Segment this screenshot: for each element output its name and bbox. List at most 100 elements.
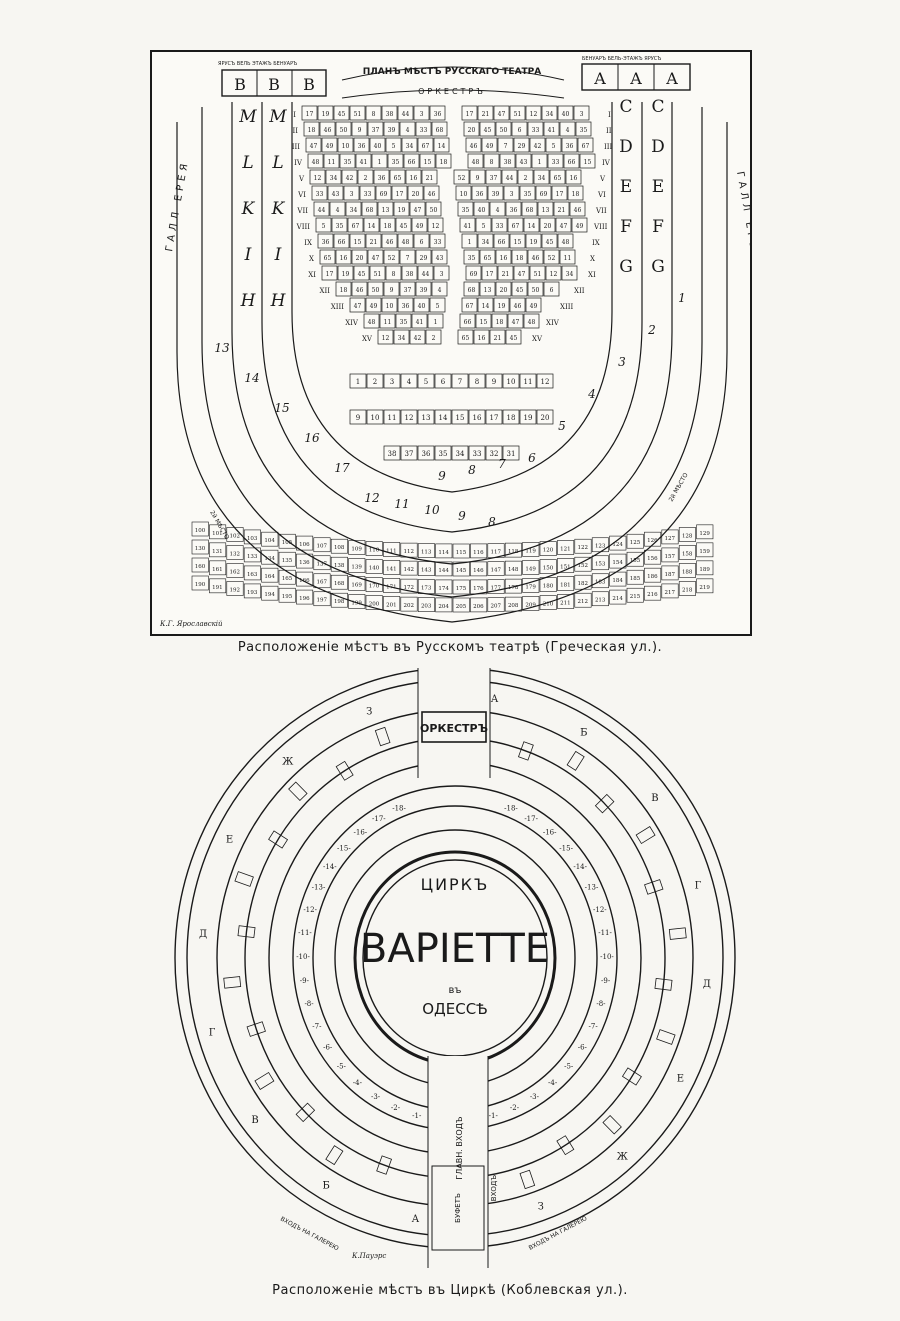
lower-seat-cell xyxy=(451,445,469,461)
seat-number: 50 xyxy=(372,287,380,294)
seat-number: 33 xyxy=(420,127,428,134)
gallery-seat-cell xyxy=(348,540,366,555)
gallery-seat-cell xyxy=(609,589,627,605)
seat-cell xyxy=(365,105,382,121)
gallery-seat-number: 169 xyxy=(351,582,362,588)
seat-number: 21 xyxy=(502,271,510,278)
seat-cell xyxy=(461,233,478,249)
gallery-seat-number: 193 xyxy=(247,590,258,596)
gallery-seat-cell xyxy=(452,561,470,577)
gallery-seat-cell xyxy=(243,583,261,599)
gallery-seat-cell xyxy=(661,583,679,599)
gallery-seat-number: 208 xyxy=(508,603,519,609)
box-marker xyxy=(254,1071,275,1090)
seat-cell xyxy=(395,313,412,329)
seat-cell xyxy=(351,281,368,297)
seat-number: 40 xyxy=(562,111,570,118)
gallery-seat-cell xyxy=(226,581,244,596)
gallery-seat-cell xyxy=(348,576,366,591)
seat-number-right: -10- xyxy=(600,953,614,961)
seat-number: 2 xyxy=(364,175,368,182)
seat-number: 1 xyxy=(468,239,472,246)
seat-number: 36 xyxy=(402,303,410,310)
gallery-seat-number: 197 xyxy=(317,598,328,604)
lower-seat-number: 9 xyxy=(492,378,496,386)
lower-seat-number: 32 xyxy=(490,450,499,458)
seat-cell xyxy=(577,137,594,153)
gallery-seat-cell xyxy=(591,573,609,589)
seat-cell xyxy=(523,217,540,233)
seat-number: 51 xyxy=(534,271,542,278)
gallery-seat-cell xyxy=(261,567,279,583)
lower-seat-cell xyxy=(400,409,418,425)
seat-number: 8 xyxy=(490,159,494,166)
seat-cell xyxy=(301,105,318,121)
seat-number: 36 xyxy=(322,239,330,246)
lower-seat-number: 38 xyxy=(388,450,397,458)
box-marker xyxy=(234,871,254,887)
seat-cell xyxy=(421,169,438,185)
gallery-seat-cell xyxy=(243,529,261,545)
seat-number: 46 xyxy=(356,287,364,294)
seat-cell xyxy=(495,281,512,297)
seat-number: 20 xyxy=(500,287,508,294)
lower-seat-cell xyxy=(434,409,452,425)
seat-number: 49 xyxy=(416,223,424,230)
lower-seat-cell xyxy=(485,445,503,461)
seat-number: 11 xyxy=(328,159,336,166)
seat-cell xyxy=(427,313,444,329)
seat-number: 42 xyxy=(534,143,542,150)
gallery-seat-number: 136 xyxy=(299,560,310,566)
seat-number: 14 xyxy=(438,143,446,150)
circus-tsirk: ЦИРКЪ xyxy=(421,875,490,894)
gallery-seat-number: 184 xyxy=(612,578,623,584)
seat-cell xyxy=(397,233,414,249)
seat-number: 68 xyxy=(526,207,534,214)
seat-number-left: -11- xyxy=(298,929,312,937)
seat-cell xyxy=(345,201,362,217)
lower-seat-number: 12 xyxy=(541,378,550,386)
seat-number: 46 xyxy=(574,207,582,214)
seat-number: 8 xyxy=(372,111,376,118)
seat-number: 3 xyxy=(350,191,354,198)
ring-letter-left: Г xyxy=(209,1027,216,1038)
lower-seat-number: 19 xyxy=(524,414,533,422)
gallery-seat-cell xyxy=(330,538,348,554)
seat-number: 17 xyxy=(306,111,314,118)
circus-box-markers xyxy=(223,726,687,1190)
gallery-seat-number: 127 xyxy=(665,536,676,542)
lower-seat-number: 10 xyxy=(507,378,516,386)
seat-number-right: -4- xyxy=(548,1079,558,1087)
seat-cell xyxy=(407,185,424,201)
theatre-caption: Расположеніе мѣстъ въ Русскомъ театрѣ (Г… xyxy=(237,640,663,655)
seat-number-left: -6- xyxy=(323,1044,333,1052)
seat-number: 18 xyxy=(340,287,348,294)
gallery-seat-number: 115 xyxy=(456,550,467,556)
gallery-seat-number: 174 xyxy=(438,586,449,592)
seat-number: 13 xyxy=(542,207,550,214)
lower-seat-cell xyxy=(366,373,384,389)
seat-number-right: -15- xyxy=(559,844,573,852)
ring-letter-left: А xyxy=(412,1214,420,1225)
row-numeral-left: XIV xyxy=(345,319,359,327)
seat-number: 19 xyxy=(498,303,506,310)
seat-cell xyxy=(409,201,426,217)
gallery-seat-cell xyxy=(191,575,209,591)
gallery-seat-cell xyxy=(296,571,314,587)
seat-cell xyxy=(457,329,474,345)
box-right-1: A xyxy=(593,69,606,88)
seat-cell xyxy=(543,281,560,297)
seat-number: 1 xyxy=(434,319,438,326)
gallery-seat-cell xyxy=(591,591,609,607)
lower-seat-cell xyxy=(451,409,469,425)
seat-cell xyxy=(429,297,446,313)
seat-number-right: -16- xyxy=(543,828,557,836)
seat-number-right: -2- xyxy=(510,1104,520,1112)
seat-cell xyxy=(553,201,570,217)
seat-number: 35 xyxy=(524,191,532,198)
sector-number-left: 9 xyxy=(458,509,466,523)
gallery-seat-number: 106 xyxy=(299,542,310,548)
seat-number: 17 xyxy=(396,191,404,198)
